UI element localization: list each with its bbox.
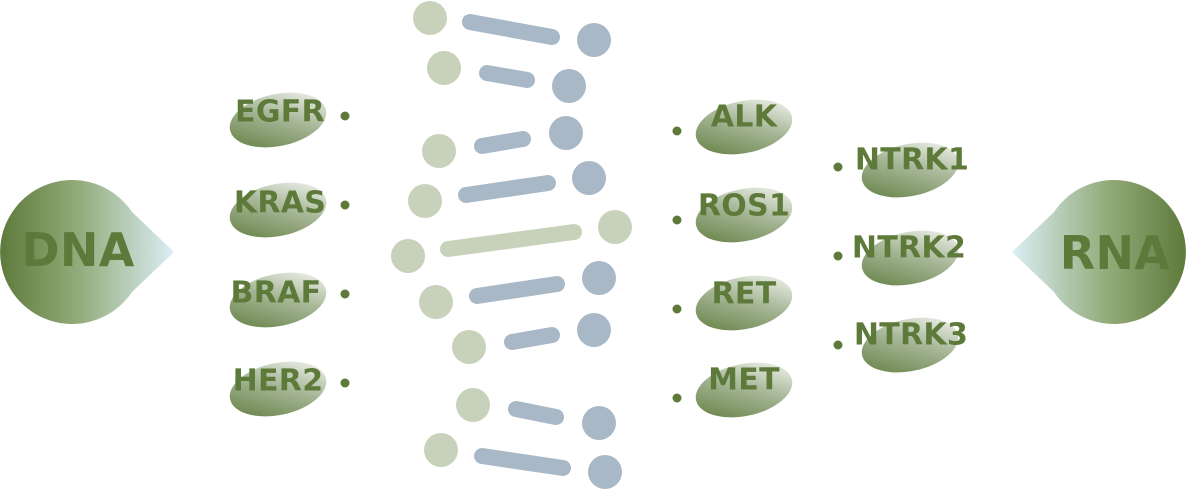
gene-label-ros1: ROS1 — [697, 188, 791, 224]
bullet-dot — [833, 162, 843, 172]
gene-leaf — [695, 187, 793, 243]
helix-rung — [474, 131, 531, 154]
helix-node — [577, 23, 611, 57]
dna-helix-illustration — [391, 1, 632, 489]
gene-leaf — [861, 142, 959, 198]
helix-node — [422, 134, 456, 168]
helix-rung — [474, 448, 571, 476]
bullet-dot — [672, 126, 682, 136]
gene-label-braf: BRAF — [230, 275, 322, 311]
helix-node — [391, 239, 425, 273]
gene-leaf — [861, 230, 959, 286]
helix-rung — [462, 14, 560, 45]
rna-gene-leaves-inner — [672, 99, 793, 418]
gene-label-ntrk1: NTRK1 — [854, 142, 970, 178]
dna-gene-leaves — [229, 92, 350, 417]
gene-leaf — [229, 182, 327, 238]
helix-node — [577, 313, 611, 347]
helix-node — [413, 1, 447, 35]
helix-node — [552, 69, 586, 103]
gene-label-kras: KRAS — [233, 185, 327, 221]
gene-label-her2: HER2 — [232, 363, 324, 399]
helix-rung — [458, 175, 556, 203]
gene-label-ntrk2: NTRK2 — [851, 230, 967, 266]
gene-leaf — [695, 275, 793, 331]
helix-node — [408, 184, 442, 218]
bullet-dot — [340, 289, 350, 299]
gene-leaf — [229, 361, 327, 417]
gene-leaf — [229, 272, 327, 328]
gene-leaf — [861, 317, 959, 373]
dna-drop-shape — [0, 179, 175, 324]
bullet-dot — [340, 111, 350, 121]
helix-node — [598, 210, 632, 244]
rna-gene-leaves-outer — [833, 142, 959, 373]
gene-label-ntrk3: NTRK3 — [853, 317, 969, 353]
gene-leaf — [229, 92, 327, 148]
bullet-dot — [672, 215, 682, 225]
helix-node — [419, 285, 453, 319]
helix-node — [424, 433, 458, 467]
helix-node — [452, 330, 486, 364]
helix-rung — [440, 224, 582, 257]
helix-node — [588, 455, 622, 489]
helix-node — [549, 116, 583, 150]
helix-rung — [508, 401, 564, 425]
gene-leaf — [695, 362, 793, 418]
gene-leaf — [695, 99, 793, 155]
bullet-dot — [833, 340, 843, 350]
gene-label-egfr: EGFR — [235, 94, 325, 130]
dna-label: DNA — [21, 223, 135, 277]
helix-node — [572, 161, 606, 195]
gene-label-met: MET — [708, 362, 780, 398]
bullet-dot — [672, 393, 682, 403]
bullet-dot — [833, 251, 843, 261]
bullet-dot — [672, 304, 682, 314]
bullet-dot — [340, 378, 350, 388]
helix-node — [582, 406, 616, 440]
gene-label-ret: RET — [711, 276, 777, 312]
helix-node — [582, 261, 616, 295]
helix-node — [427, 51, 461, 85]
helix-rung — [479, 65, 535, 88]
bullet-dot — [340, 200, 350, 210]
rna-label: RNA — [1059, 226, 1171, 280]
gene-label-alk: ALK — [710, 99, 778, 135]
helix-node — [456, 388, 490, 422]
rna-drop-shape — [1012, 179, 1186, 324]
helix-rung — [469, 276, 565, 304]
helix-rung — [504, 327, 560, 350]
